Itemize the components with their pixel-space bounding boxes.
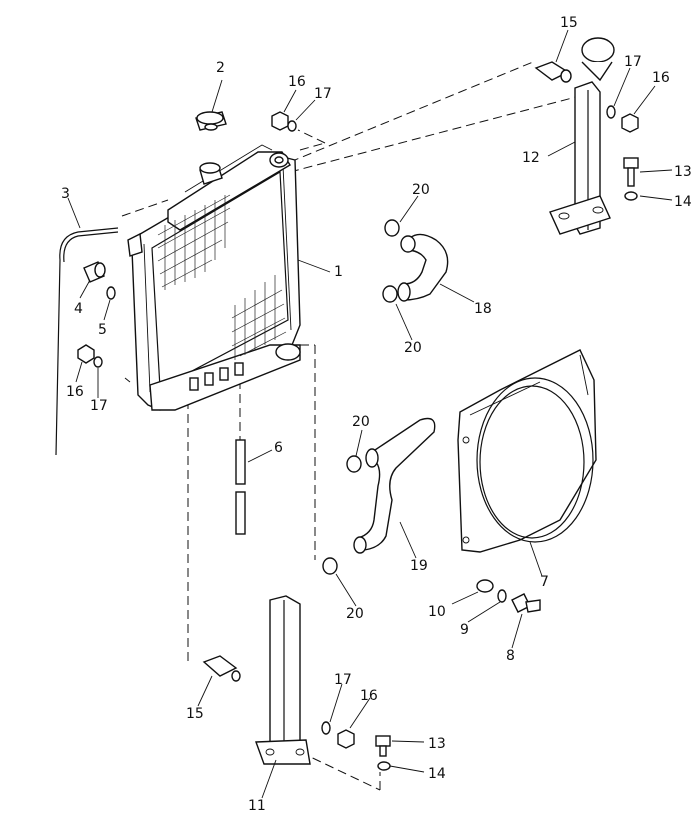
- callout-18: 18: [474, 301, 492, 317]
- callout-13: 13: [428, 736, 446, 752]
- callout-15: 15: [186, 706, 204, 722]
- callout-5: 5: [98, 322, 107, 338]
- lower-bolt-washer: [375, 735, 391, 771]
- upper-hose: [397, 233, 449, 302]
- callout-16: 16: [652, 70, 670, 86]
- callout-6: 6: [274, 440, 283, 456]
- callout-1: 1: [334, 264, 343, 280]
- radiator-core-grid: [157, 194, 287, 360]
- callout-14: 14: [674, 194, 692, 210]
- lower-stay-bracket: [255, 595, 311, 765]
- callout-20: 20: [352, 414, 370, 430]
- lower-sensor: [202, 655, 241, 682]
- callout-17: 17: [314, 86, 332, 102]
- callout-14: 14: [428, 766, 446, 782]
- callout-12: 12: [522, 150, 540, 166]
- callout-16: 16: [288, 74, 306, 90]
- fan-shroud: [457, 349, 597, 553]
- callout-20: 20: [346, 606, 364, 622]
- upper-hose-clamps: [382, 219, 400, 303]
- callout-15: 15: [560, 15, 578, 31]
- callout-20: 20: [404, 340, 422, 356]
- callout-8: 8: [506, 648, 515, 664]
- lower-hose: [353, 417, 436, 554]
- callout-3: 3: [61, 186, 70, 202]
- upper-stay-bracket: [534, 37, 615, 235]
- shroud-bolt-washers: [476, 579, 541, 613]
- callout-13: 13: [674, 164, 692, 180]
- callout-4: 4: [74, 301, 83, 317]
- callout-11: 11: [248, 798, 266, 814]
- callout-2: 2: [216, 60, 225, 76]
- callout-19: 19: [410, 558, 428, 574]
- callout-16: 16: [360, 688, 378, 704]
- drain-hose-pieces: [235, 439, 246, 535]
- overflow-hose: [55, 227, 119, 456]
- callout-labels: 2 16 17 15 17 16 12 13 14 3 20 1 4 5 18 …: [61, 15, 692, 814]
- upper-bolt-washer: [623, 157, 639, 201]
- callout-10: 10: [428, 604, 446, 620]
- callout-17: 17: [624, 54, 642, 70]
- callout-7: 7: [540, 574, 549, 590]
- left-nut-washer: [77, 344, 103, 368]
- callout-17: 17: [334, 672, 352, 688]
- callout-20: 20: [412, 182, 430, 198]
- leader-lines: [67, 29, 673, 799]
- callout-9: 9: [460, 622, 469, 638]
- drain-valve: [83, 261, 116, 300]
- callout-17: 17: [90, 398, 108, 414]
- upper-right-nut-washer: [606, 105, 639, 133]
- lower-nut-washer: [321, 721, 355, 749]
- lower-hose-clamps: [322, 455, 362, 575]
- radiator-cap: [195, 111, 227, 131]
- top-nut-washer: [271, 111, 297, 132]
- radiator: [127, 144, 301, 411]
- callout-16: 16: [66, 384, 84, 400]
